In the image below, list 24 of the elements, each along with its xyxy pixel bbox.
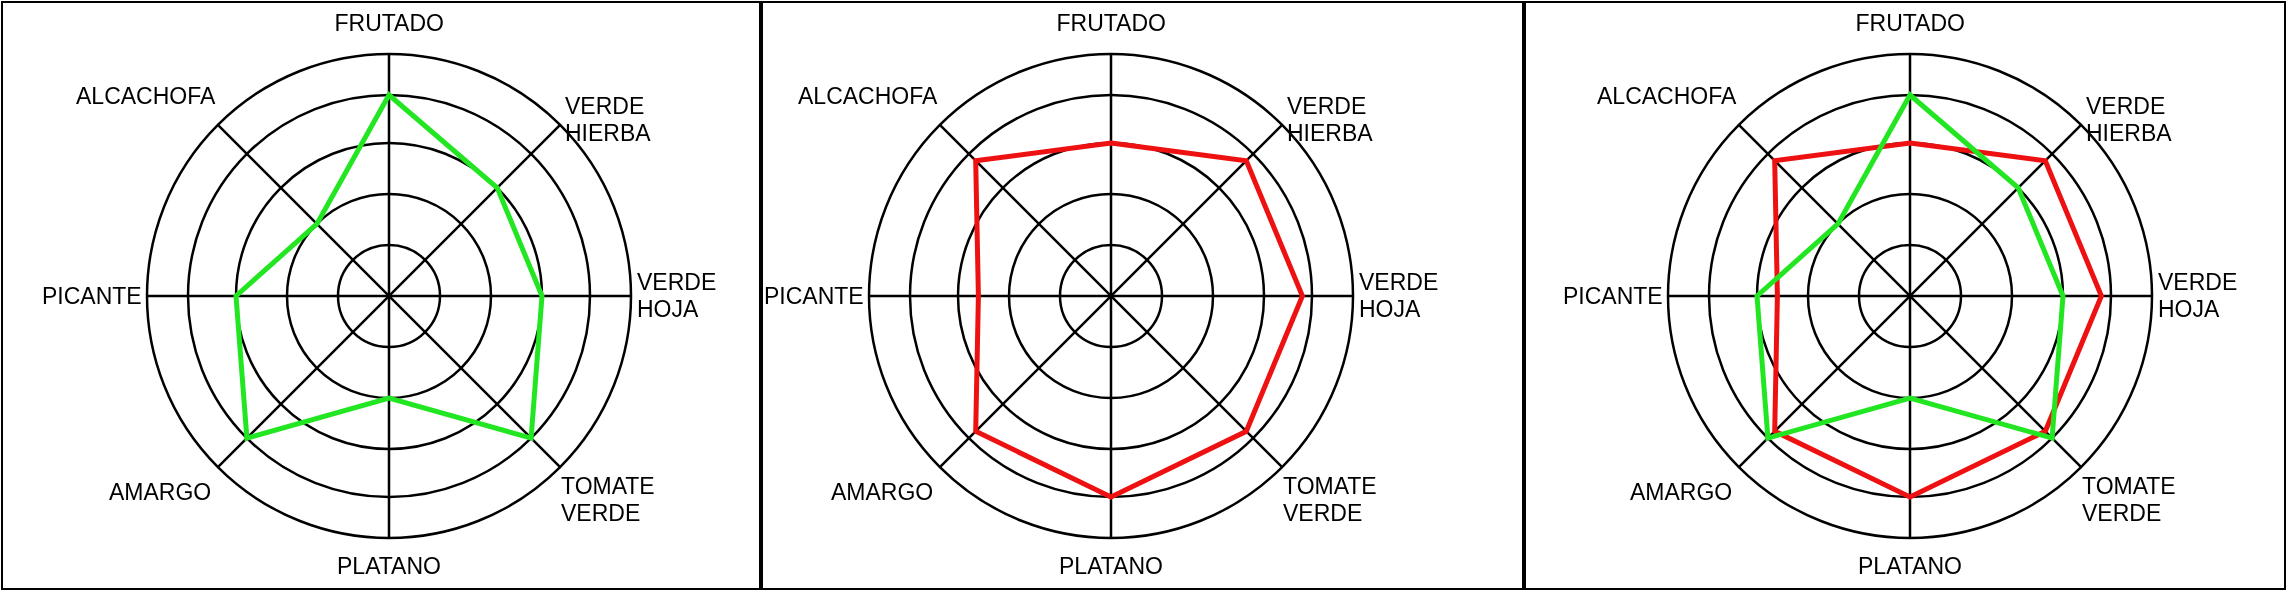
axis-label: PICANTE — [42, 282, 142, 310]
axis-label: VERDE HIERBA — [1287, 93, 1374, 147]
axis-label: TOMATE VERDE — [2082, 473, 2177, 527]
axis-label: VERDE HOJA — [1359, 269, 1439, 323]
axis-label: ALCACHOFA — [76, 82, 216, 110]
axis-label: PICANTE — [764, 282, 864, 310]
axis-label: AMARGO — [831, 478, 934, 506]
axis-label: ALCACHOFA — [798, 82, 938, 110]
axis-label: FRUTADO — [334, 9, 444, 37]
axis-label: VERDE HIERBA — [2086, 93, 2173, 147]
axis-label: AMARGO — [1630, 478, 1733, 506]
axis-label: PLATANO — [1858, 552, 1962, 580]
axis-label: TOMATE VERDE — [561, 473, 656, 527]
axis-label: ALCACHOFA — [1597, 82, 1737, 110]
axis-label: AMARGO — [109, 478, 212, 506]
axis-label: PLATANO — [1059, 552, 1163, 580]
axis-label: VERDE HIERBA — [565, 93, 652, 147]
axis-label: VERDE HOJA — [2158, 269, 2238, 323]
axis-label: PICANTE — [1563, 282, 1663, 310]
axis-label: FRUTADO — [1855, 9, 1965, 37]
axis-label: PLATANO — [337, 552, 441, 580]
axis-label: TOMATE VERDE — [1283, 473, 1378, 527]
axis-label: FRUTADO — [1056, 9, 1166, 37]
axis-label: VERDE HOJA — [637, 269, 717, 323]
